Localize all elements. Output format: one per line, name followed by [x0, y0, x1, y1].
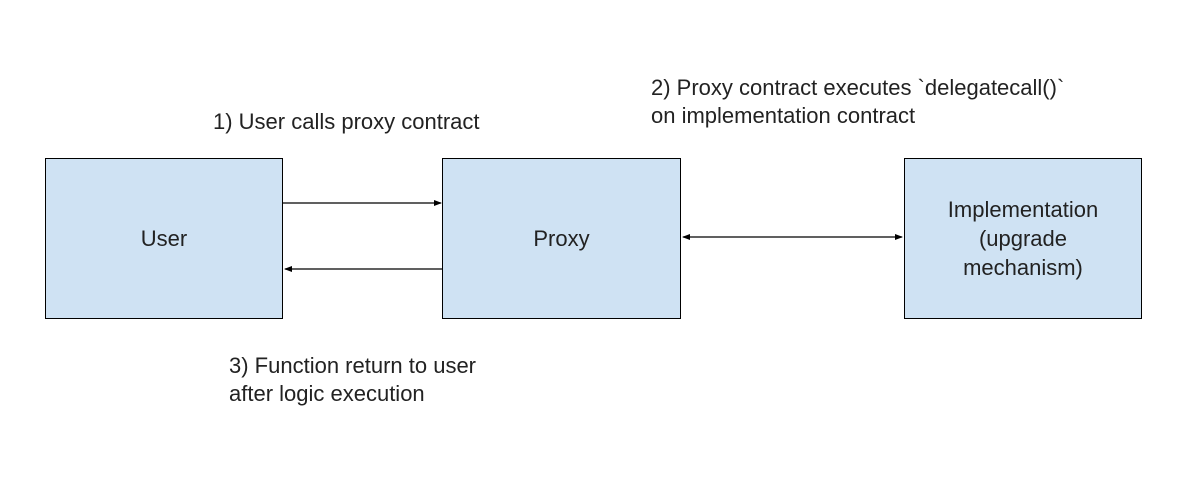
caption-step-1-line-1: 1) User calls proxy contract — [213, 109, 480, 134]
caption-step-3-line-1: 3) Function return to user — [229, 353, 477, 378]
caption-step-1: 1) User calls proxy contract — [213, 108, 480, 136]
user-node-label: User — [140, 226, 188, 251]
implementation-node-label: Implementation (upgrade mechanism) — [947, 197, 1099, 280]
proxy-node: Proxy — [442, 158, 681, 319]
caption-step-2-line-1: 2) Proxy contract executes `delegatecall… — [651, 75, 1065, 100]
caption-step-3-line-2: after logic execution — [229, 381, 425, 406]
caption-step-2-line-2: on implementation contract — [651, 103, 916, 128]
user-node: User — [45, 158, 283, 319]
caption-step-2: 2) Proxy contract executes `delegatecall… — [651, 74, 1064, 130]
caption-step-3: 3) Function return to user after logic e… — [229, 352, 476, 408]
proxy-node-label: Proxy — [533, 226, 590, 251]
implementation-node: Implementation (upgrade mechanism) — [904, 158, 1142, 319]
